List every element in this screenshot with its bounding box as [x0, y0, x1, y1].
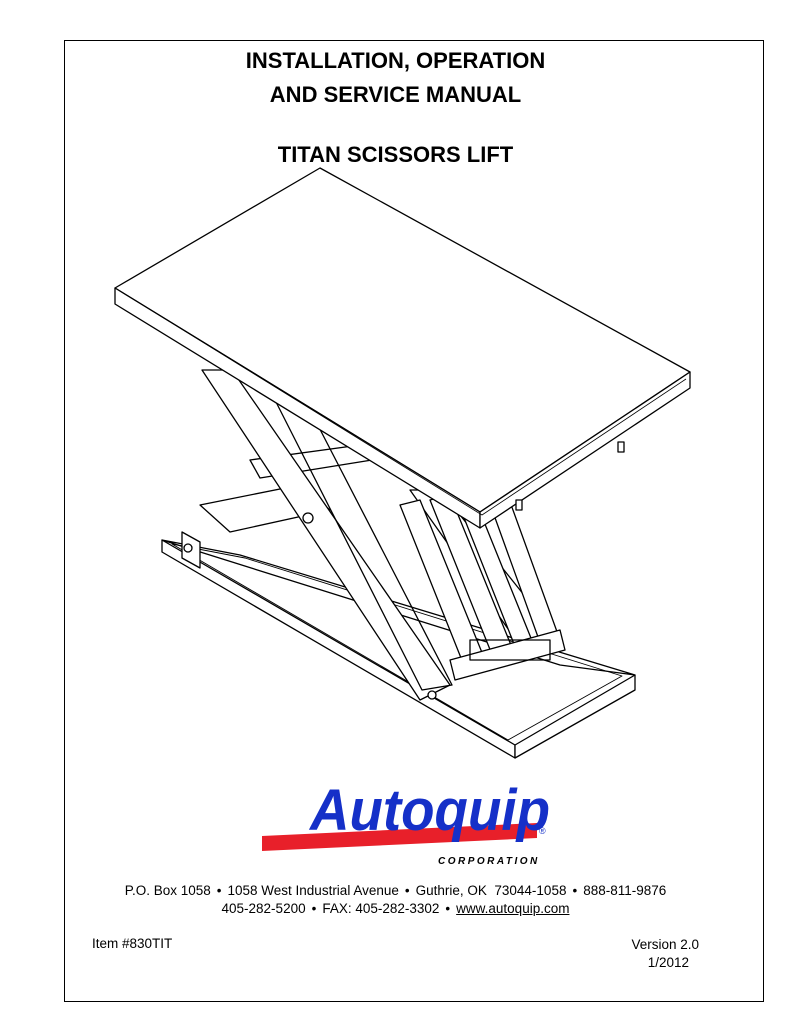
separator: •: [445, 901, 451, 916]
page-border: [64, 40, 764, 1002]
website-link[interactable]: www.autoquip.com: [456, 901, 570, 916]
logo-subtitle: CORPORATION: [438, 856, 540, 867]
separator: •: [572, 883, 578, 898]
separator: •: [404, 883, 410, 898]
separator: •: [216, 883, 222, 898]
product-title: TITAN SCISSORS LIFT: [277, 142, 514, 167]
city-state-zip: Guthrie, OK 73044-1058: [415, 883, 567, 898]
address-line-2: 405-282-5200 • FAX: 405-282-3302 • www.autoq…: [0, 900, 791, 918]
scissors-lift-illustration: [114, 167, 691, 759]
logo-registered-mark: ®: [539, 826, 546, 836]
phone: 405-282-5200: [221, 901, 306, 916]
street-address: 1058 West Industrial Avenue: [227, 883, 399, 898]
version-date: 1/2012: [647, 955, 689, 970]
toll-free-phone: 888-811-9876: [583, 883, 667, 898]
logo-wordmark: Autoquip: [308, 778, 550, 843]
po-box: P.O. Box 1058: [124, 883, 211, 898]
version-block: Version 2.0 1/2012: [631, 936, 699, 972]
logo-red-bar: [262, 823, 537, 851]
version: Version 2.0: [631, 937, 699, 952]
item-number: Item #830TIT: [92, 936, 173, 951]
fax: FAX: 405-282-3302: [322, 901, 440, 916]
manual-title-line-1: INSTALLATION, OPERATION: [245, 48, 546, 73]
autoquip-logo: Autoquip ® CORPORATION: [262, 778, 550, 867]
address-line-1: P.O. Box 1058 • 1058 West Industrial Avenu…: [0, 882, 791, 900]
manual-title-line-2: AND SERVICE MANUAL: [269, 82, 522, 107]
separator: •: [311, 901, 317, 916]
